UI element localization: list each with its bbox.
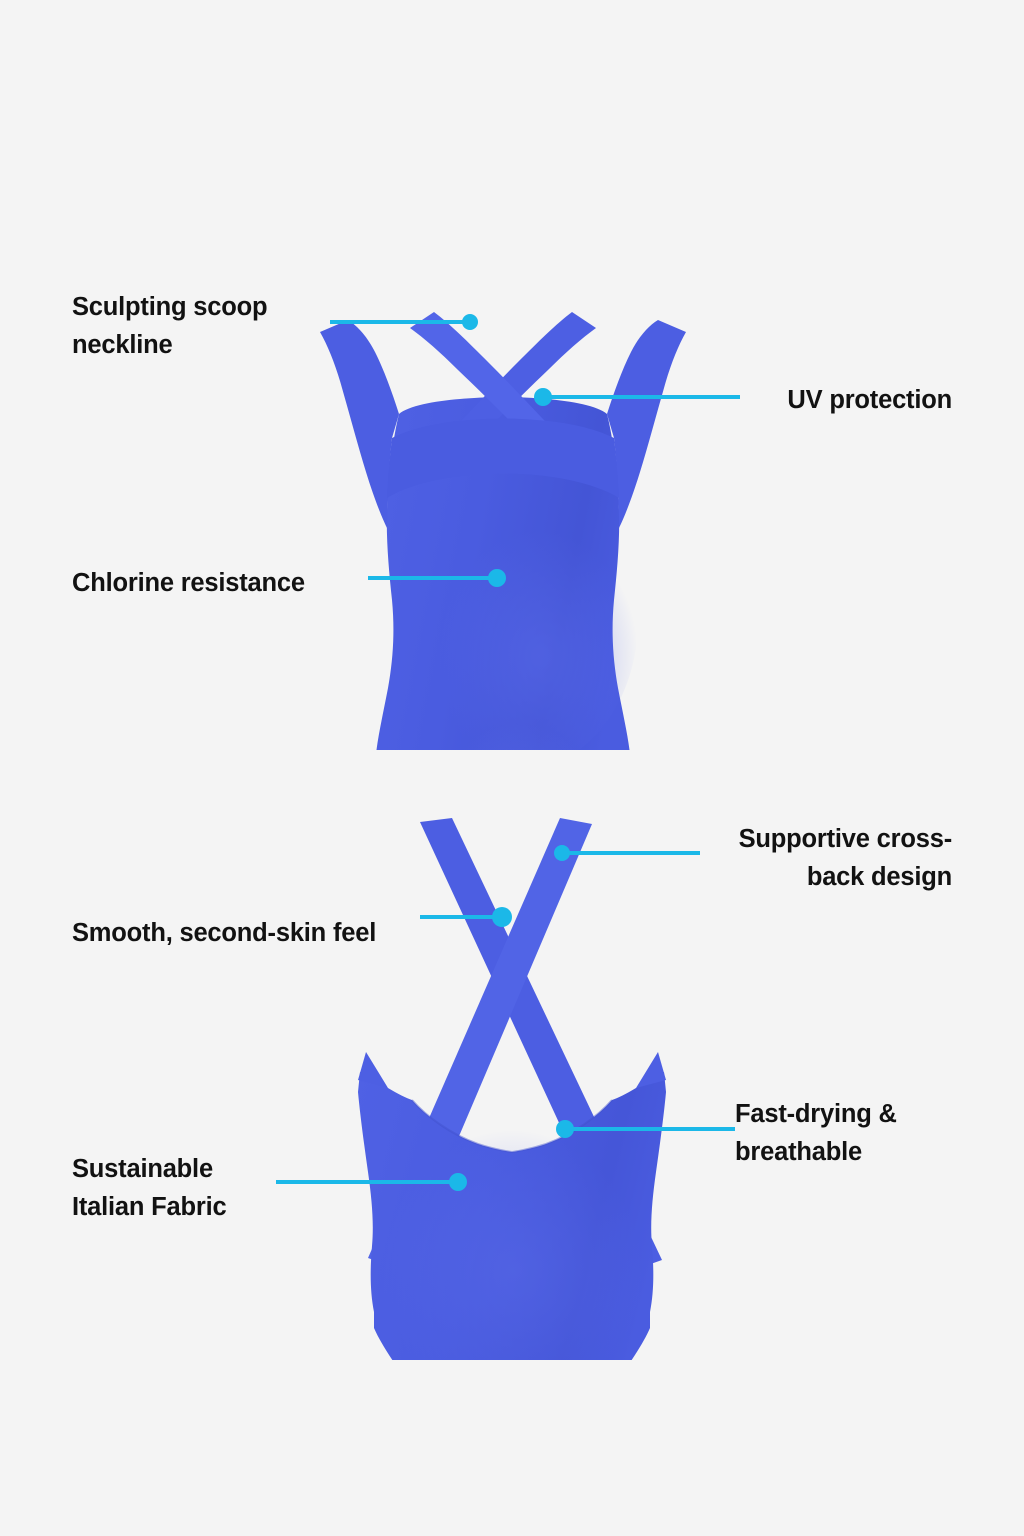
front-fabric-sheen-lower [421,692,589,750]
front-neckline-yoke [387,418,619,498]
annotation-label-supportive-cross-back-design: Supportive cross- back design [738,825,953,892]
annotation-label-smooth-second-skin-feel: Smooth, second-skin feel [72,919,377,947]
annotation-label-fast-drying-breathable: Fast-drying & breathable [735,1100,897,1167]
front-strap-left [320,320,399,528]
front-strap-right [607,320,686,528]
annotation-label-uv-protection: UV protection [787,386,952,414]
back-peak-left [358,1052,388,1088]
annotation-label-chlorine-resistance: Chlorine resistance [72,569,305,597]
swimsuit-front-illustration [320,312,686,750]
front-fabric-sheen [402,470,638,750]
back-fabric-sheen [382,1130,642,1360]
annotation-label-sustainable-italian-fabric: Sustainable Italian Fabric [72,1155,227,1222]
product-front-view [0,180,1024,750]
back-peak-right [636,1052,666,1088]
product-back-view [0,800,1024,1360]
swimsuit-back-illustration [358,818,666,1360]
annotation-label-sculpting-scoop-neckline: Sculpting scoop neckline [72,293,268,360]
